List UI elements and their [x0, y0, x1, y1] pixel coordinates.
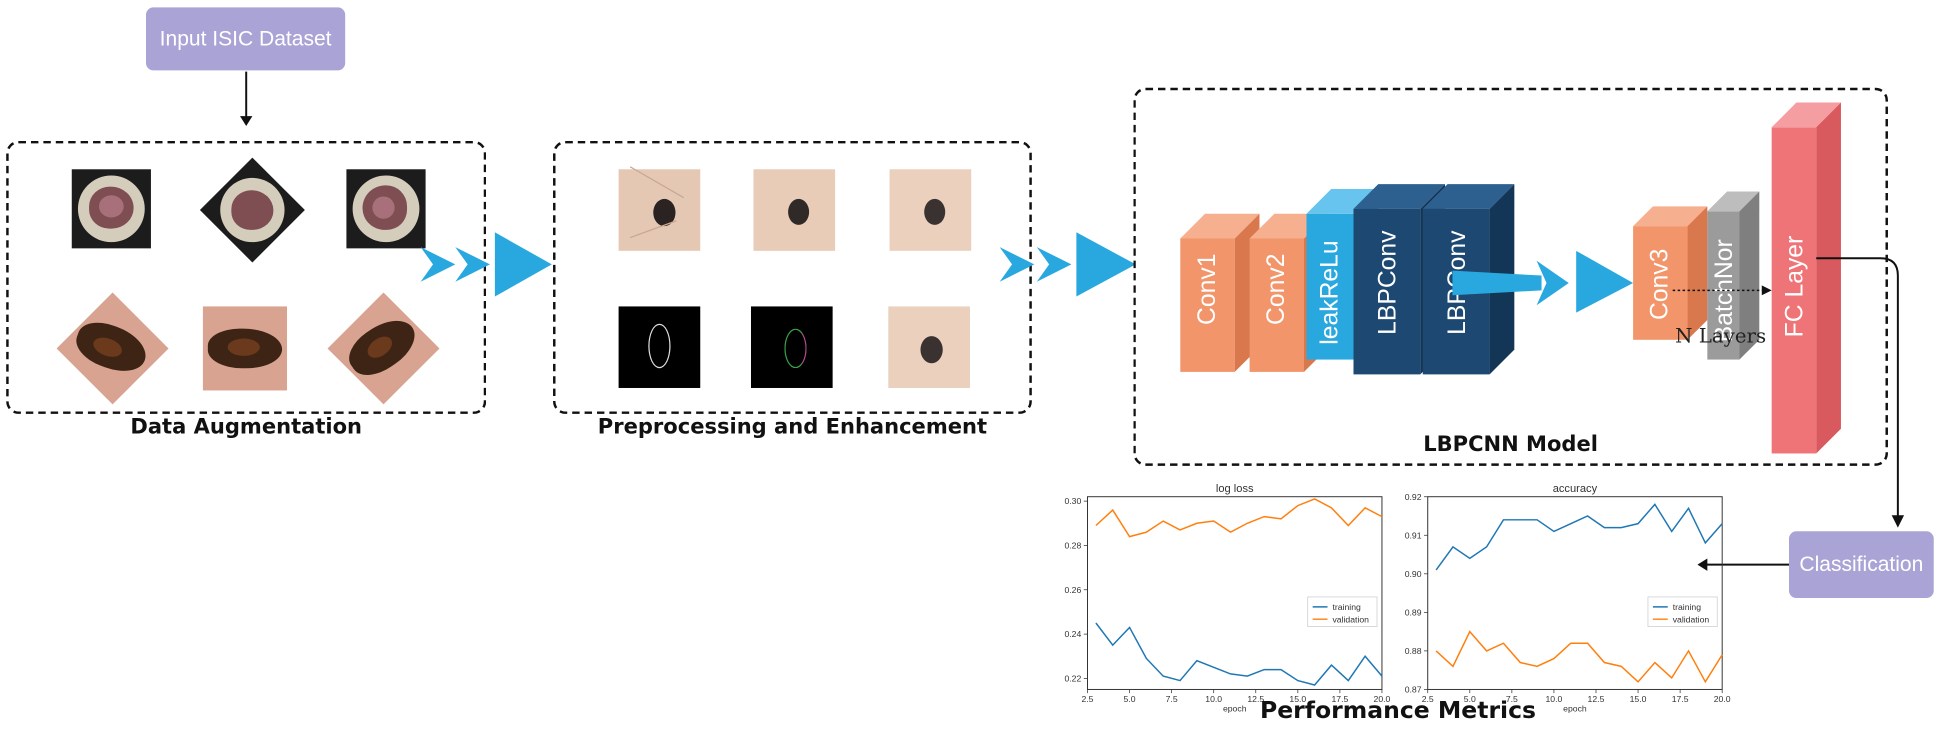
n-layers-arrow: [1672, 285, 1772, 296]
fc-to-classification-arrowhead: [1891, 515, 1905, 528]
flow-arrow-1: [420, 232, 552, 297]
fc-label: FC Layer: [1782, 236, 1809, 338]
internal-arrow: [1452, 250, 1634, 313]
y-tick-label: 0.28: [1064, 541, 1081, 551]
y-tick-label: 0.92: [1405, 492, 1422, 502]
plot-frame: [1427, 496, 1723, 690]
series-line-validation: [1435, 630, 1723, 684]
legend-box: [1307, 596, 1378, 627]
chart-title: log loss: [1216, 483, 1254, 495]
batchnorm-layer: BatchNor: [1707, 191, 1760, 360]
legend-label-validation: validation: [1673, 614, 1710, 624]
input-arrow: [240, 71, 253, 127]
leakrelu-label: leakReLu: [1316, 240, 1343, 344]
conv1-layer: Conv1: [1180, 213, 1260, 372]
chart-title: accuracy: [1553, 483, 1598, 495]
y-tick-label: 0.91: [1405, 530, 1422, 540]
x-tick-label: 10.0: [1546, 694, 1563, 704]
augmented-image-3: [346, 169, 426, 249]
conv3-layer: Conv3: [1633, 206, 1708, 340]
x-tick-label: 5.0: [1464, 694, 1476, 704]
y-tick-label: 0.24: [1064, 629, 1081, 639]
x-tick-label: 12.5: [1588, 694, 1605, 704]
x-axis-label: epoch: [1563, 704, 1587, 714]
input-dataset-box: Input ISIC Dataset: [145, 7, 346, 71]
network-layers: Conv1 Conv2 leakReLu LBPConv LBP: [1180, 102, 1905, 528]
preprocessed-image-1: [618, 166, 701, 251]
edge-map-2: [750, 306, 833, 388]
legend-label-training: training: [1332, 602, 1361, 612]
augmented-image-4: [56, 292, 170, 406]
series-line-validation: [1095, 498, 1383, 538]
edge-map-1: [618, 306, 701, 388]
x-tick-label: 2.5: [1422, 694, 1434, 704]
classification-to-metrics-arrow: [1697, 558, 1789, 571]
y-tick-label: 0.89: [1405, 607, 1422, 617]
series-line-training: [1435, 503, 1723, 571]
y-tick-label: 0.90: [1405, 569, 1422, 579]
augmented-image-5: [202, 306, 288, 391]
data-augmentation-box: [6, 140, 487, 414]
x-tick-label: 20.0: [1714, 694, 1731, 704]
x-tick-label: 17.5: [1672, 694, 1689, 704]
log-loss-chart: log loss 2.5 5.0 7.5 10.0 12.5 15.0 17.5 20.0 0.2…: [1064, 483, 1391, 714]
augmented-image-1: [71, 169, 151, 249]
y-tick-label: 0.26: [1064, 585, 1081, 595]
x-tick-label: 17.5: [1331, 694, 1348, 704]
x-tick-label: 15.0: [1630, 694, 1647, 704]
fc-layer: FC Layer: [1771, 102, 1841, 454]
y-tick-label: 0.87: [1405, 685, 1422, 695]
y-tick-label: 0.88: [1405, 646, 1422, 656]
preprocessing-box: [553, 140, 1032, 414]
conv3-label: Conv3: [1647, 249, 1674, 320]
x-tick-label: 2.5: [1081, 694, 1093, 704]
conv2-label: Conv2: [1263, 254, 1290, 325]
x-tick-label: 7.5: [1166, 694, 1178, 704]
x-tick-label: 15.0: [1289, 694, 1306, 704]
preprocessed-image-2: [753, 169, 836, 251]
x-tick-label: 5.0: [1124, 694, 1136, 704]
lbpcnn-model-box: [1133, 87, 1888, 466]
augmented-image-2: [199, 157, 305, 263]
x-axis-label: epoch: [1223, 704, 1247, 714]
classification-label: Classification: [1799, 552, 1924, 576]
x-tick-label: 10.0: [1205, 694, 1222, 704]
series-line-training: [1095, 622, 1383, 686]
legend-label-validation: validation: [1332, 614, 1369, 624]
data-augmentation-caption: Data Augmentation: [130, 415, 363, 440]
augmented-image-6: [327, 292, 441, 406]
n-layers-label: N Layers: [1675, 324, 1766, 347]
preprocessed-image-3: [889, 169, 972, 251]
input-dataset-label: Input ISIC Dataset: [159, 26, 332, 51]
preprocessing-caption: Preprocessing and Enhancement: [597, 415, 988, 440]
accuracy-chart: accuracy 2.5 5.0 7.5 10.0 12.5 15.0 17.5 20.0 0.8…: [1405, 483, 1731, 714]
conv1-label: Conv1: [1194, 254, 1221, 325]
lbpconv1-label: LBPConv: [1375, 230, 1402, 335]
fc-to-classification-line: [1816, 257, 1899, 521]
plot-frame: [1087, 496, 1383, 690]
x-tick-label: 7.5: [1506, 694, 1518, 704]
performance-metrics-caption: Performance Metrics: [1260, 696, 1537, 725]
flow-arrow-2: [999, 232, 1136, 297]
preprocessed-image-4: [888, 306, 970, 388]
x-tick-label: 20.0: [1374, 694, 1391, 704]
legend-label-training: training: [1673, 602, 1702, 612]
y-tick-label: 0.22: [1064, 673, 1081, 683]
lbpcnn-model-caption: LBPCNN Model: [1423, 432, 1598, 458]
y-tick-label: 0.30: [1064, 496, 1081, 506]
x-tick-label: 12.5: [1247, 694, 1264, 704]
legend-box: [1647, 596, 1718, 627]
classification-box: Classification: [1788, 531, 1934, 599]
